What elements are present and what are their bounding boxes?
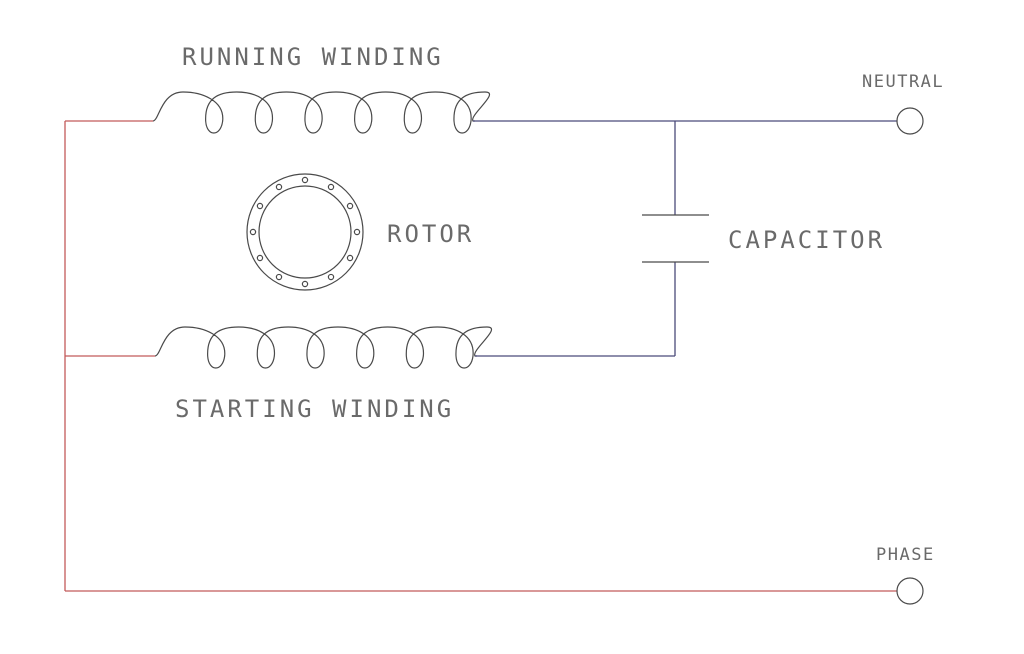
starting-winding-coil xyxy=(154,326,492,369)
rotor-slot xyxy=(275,273,283,281)
rotor-slot xyxy=(275,183,283,191)
rotor-slot xyxy=(256,254,264,262)
rotor-slot xyxy=(353,228,361,236)
neutral-label: NEUTRAL xyxy=(862,72,945,92)
rotor-label: ROTOR xyxy=(387,220,475,248)
rotor-slot xyxy=(346,254,354,262)
capacitor-label: CAPACITOR xyxy=(728,226,886,254)
rotor-inner-ring xyxy=(258,185,352,279)
rotor-slot xyxy=(327,273,335,281)
rotor-slot xyxy=(301,280,309,288)
phase-label: PHASE xyxy=(876,545,935,565)
rotor-slot xyxy=(346,202,354,210)
phase-terminal-icon xyxy=(896,577,924,605)
neutral-terminal-icon xyxy=(896,107,924,135)
rotor-slot xyxy=(327,183,335,191)
rotor-slot xyxy=(301,176,309,184)
rotor-slot xyxy=(256,202,264,210)
rotor-outer-ring xyxy=(246,173,364,291)
running-winding-coil xyxy=(152,91,490,134)
rotor-icon xyxy=(246,173,364,291)
starting-winding-label: STARTING WINDING xyxy=(175,395,455,423)
running-winding-label: RUNNING WINDING xyxy=(182,43,444,71)
rotor-slot xyxy=(249,228,257,236)
